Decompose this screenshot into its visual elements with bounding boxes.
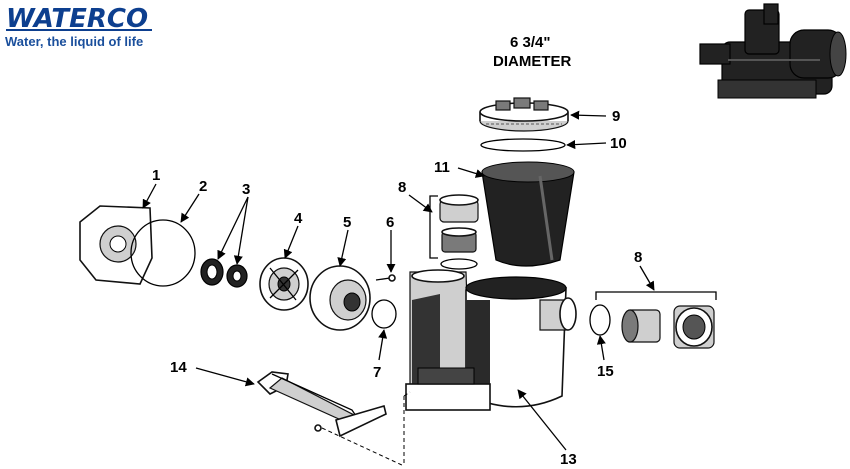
part-9-lid xyxy=(479,97,569,132)
assembly-guide-lines xyxy=(321,391,411,467)
callout-14: 14 xyxy=(170,359,187,376)
part-8-brackets xyxy=(429,195,717,300)
callout-9: 9 xyxy=(612,108,620,125)
callout-labels: 1 2 3 4 5 6 7 8 8 9 10 11 13 14 15 xyxy=(152,108,642,468)
callout-1: 1 xyxy=(152,167,160,184)
part-3-mechanical-seal xyxy=(200,258,248,288)
part-8-upper-union-set xyxy=(439,194,479,270)
part-8-right-union-set xyxy=(621,305,715,349)
part-14-base xyxy=(256,371,387,438)
part-13-pump-housing xyxy=(405,269,577,411)
waterco-logo: WATERCO Water, the liquid of life xyxy=(4,3,154,49)
part-1-seal-plate xyxy=(79,205,153,285)
part-4-impeller xyxy=(259,257,309,311)
callout-7: 7 xyxy=(373,364,381,381)
callout-8-right: 8 xyxy=(634,249,642,266)
part-2-housing-o-ring xyxy=(130,219,196,287)
dimension-label: DIAMETER xyxy=(493,53,572,70)
pump-assembly-photo-icon xyxy=(699,3,847,99)
callout-11: 11 xyxy=(434,159,450,176)
callout-15: 15 xyxy=(597,363,614,380)
part-15-o-ring xyxy=(589,304,611,336)
dimension-value: 6 3/4" xyxy=(510,34,550,51)
callout-2: 2 xyxy=(199,178,207,195)
callout-6: 6 xyxy=(386,214,394,231)
callout-5: 5 xyxy=(343,214,351,231)
callout-4: 4 xyxy=(294,210,303,227)
part-10-lid-o-ring xyxy=(480,138,566,152)
callout-3: 3 xyxy=(242,181,250,198)
lid-diameter-dimension: 6 3/4" DIAMETER xyxy=(493,34,572,70)
callout-10: 10 xyxy=(610,135,627,152)
callout-13: 13 xyxy=(560,451,577,468)
leader-arrows xyxy=(142,110,655,451)
part-5-diffuser xyxy=(309,265,371,331)
part-11-strainer-basket xyxy=(481,161,575,267)
callout-8-upper: 8 xyxy=(398,179,406,196)
part-7-diffuser-o-ring xyxy=(371,299,397,329)
part-6-screw xyxy=(375,274,396,282)
brand-tagline: Water, the liquid of life xyxy=(5,34,143,49)
